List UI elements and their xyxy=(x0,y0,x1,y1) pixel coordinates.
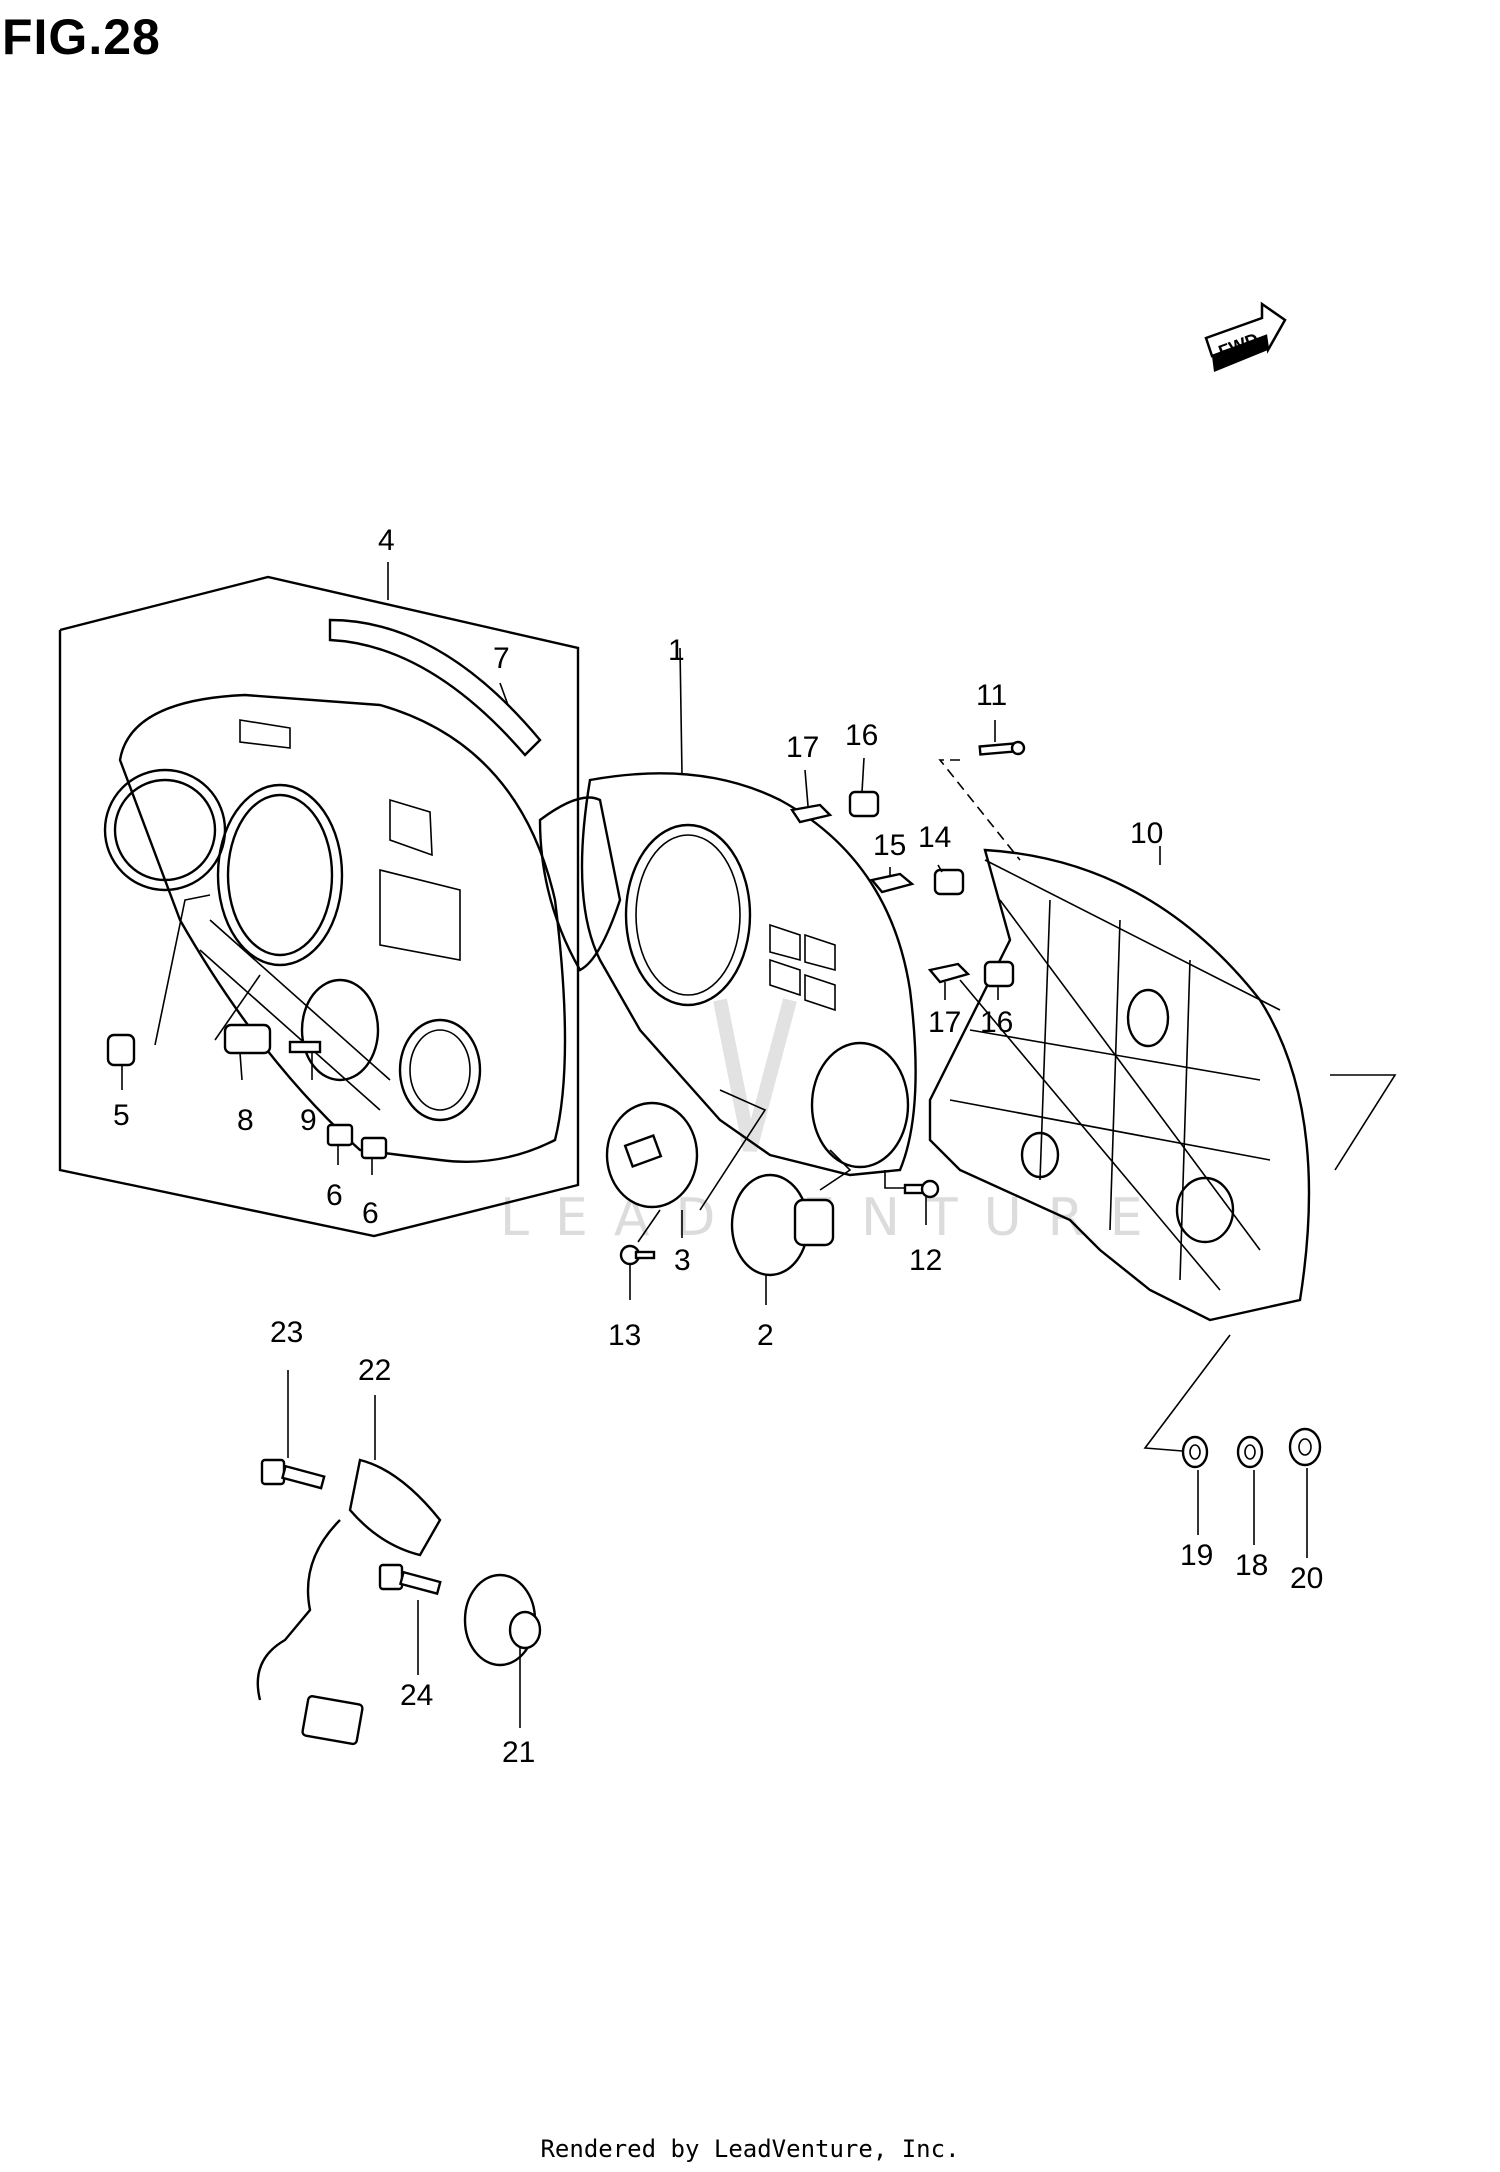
part-16-socket-bottom xyxy=(983,960,1015,1000)
callout-label: 6 xyxy=(326,1179,343,1212)
callout-label: 2 xyxy=(757,1319,774,1352)
callout-label: 6 xyxy=(362,1197,379,1230)
callout-label: 12 xyxy=(909,1244,942,1277)
callout-label: 22 xyxy=(358,1354,391,1387)
fwd-arrow-icon: FWD xyxy=(1204,301,1287,372)
callout-label: 15 xyxy=(873,829,906,862)
figure-title: FIG.28 xyxy=(2,9,161,65)
part-15-bulb xyxy=(869,867,915,894)
part-1-meter-assembly xyxy=(538,647,917,1177)
callout-label: 11 xyxy=(976,679,1007,712)
part-11-screw xyxy=(938,720,1026,861)
part-19-grommet xyxy=(1181,1435,1209,1535)
part-4-assembly-box xyxy=(58,562,580,1238)
part-8-socket xyxy=(214,974,272,1081)
part-5-bulb xyxy=(106,894,211,1090)
callout-label: 13 xyxy=(608,1319,641,1352)
part-2-gauge xyxy=(730,1149,852,1305)
callout-label: 16 xyxy=(980,1006,1013,1039)
part-24-bolt xyxy=(378,1563,442,1675)
callout-label: 1 xyxy=(668,634,685,667)
callout-label: 9 xyxy=(300,1104,317,1137)
part-22-sensor xyxy=(256,1395,442,1746)
meter-cover xyxy=(103,693,567,1163)
part-9-screw xyxy=(288,1040,322,1080)
part-10-meter-case xyxy=(928,846,1397,1453)
callout-label: 5 xyxy=(113,1099,130,1132)
part-23-bolt xyxy=(260,1370,326,1490)
render-credit: Rendered by LeadVenture, Inc. xyxy=(540,2135,960,2163)
callout-label: 23 xyxy=(270,1316,303,1349)
callout-label: 17 xyxy=(928,1006,961,1039)
callout-label: 10 xyxy=(1130,817,1163,850)
part-14-socket xyxy=(933,864,965,896)
callout-label: 19 xyxy=(1180,1539,1213,1572)
part-21-gear xyxy=(463,1573,542,1728)
callout-label: 14 xyxy=(918,821,951,854)
part-7-trim-strip xyxy=(328,618,542,757)
watermark-logo: LEADVENTURE xyxy=(500,998,1143,1248)
part-17-bulb-top xyxy=(789,769,833,824)
callout-labels: 1 2 3 4 5 6 6 7 8 9 10 11 12 13 14 15 16… xyxy=(113,524,1323,1769)
callout-label: 24 xyxy=(400,1679,433,1712)
callout-label: 20 xyxy=(1290,1562,1323,1595)
callout-label: 21 xyxy=(502,1736,535,1769)
callout-label: 7 xyxy=(493,642,510,675)
callout-label: 16 xyxy=(845,719,878,752)
part-13-screw xyxy=(619,1209,661,1300)
part-16-socket-top xyxy=(848,757,880,818)
callout-label: 4 xyxy=(378,524,395,557)
callout-label: 17 xyxy=(786,731,819,764)
part-3-gauge xyxy=(605,1089,767,1238)
part-20-nut xyxy=(1288,1427,1322,1558)
part-6-bulbs xyxy=(326,1123,388,1175)
part-18-washer xyxy=(1236,1435,1264,1545)
callout-label: 3 xyxy=(674,1244,691,1277)
part-12-screw xyxy=(884,1170,940,1225)
part-17-bulb-bottom xyxy=(927,962,971,1000)
callout-label: 18 xyxy=(1235,1549,1268,1582)
callout-label: 8 xyxy=(237,1104,254,1137)
